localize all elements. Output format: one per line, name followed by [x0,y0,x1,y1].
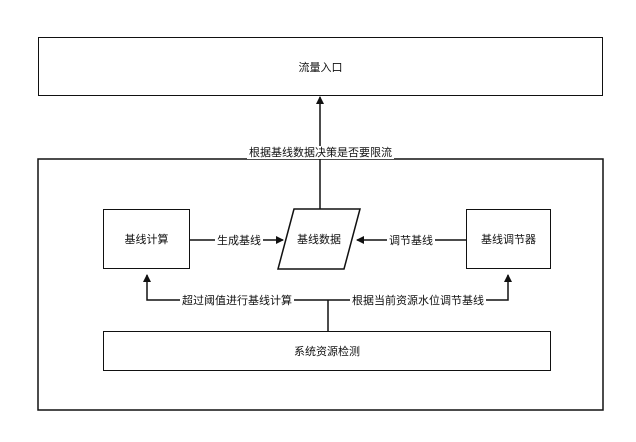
baseline-compute-node: 基线计算 [103,209,190,269]
baseline-adjuster-node: 基线调节器 [466,209,551,269]
resource-monitor-node: 系统资源检测 [103,331,551,371]
resource-monitor-label: 系统资源检测 [294,345,360,358]
baseline-data-node: 基线数据 [278,209,360,269]
by-resource-level-label: 根据当前资源水位调节基线 [350,294,486,307]
baseline-data-label: 基线数据 [297,233,341,246]
over-threshold-label: 超过阈值进行基线计算 [180,294,294,307]
adjust-baseline-label: 调节基线 [387,234,435,247]
generate-baseline-label: 生成基线 [215,234,263,247]
decide-throttle-label: 根据基线数据决策是否要限流 [247,146,394,159]
baseline-data-shape [277,208,361,270]
baseline-adjuster-label: 基线调节器 [481,233,536,246]
traffic-entry-label: 流量入口 [298,60,343,74]
traffic-entry-node: 流量入口 [38,37,603,96]
baseline-compute-label: 基线计算 [124,233,169,246]
